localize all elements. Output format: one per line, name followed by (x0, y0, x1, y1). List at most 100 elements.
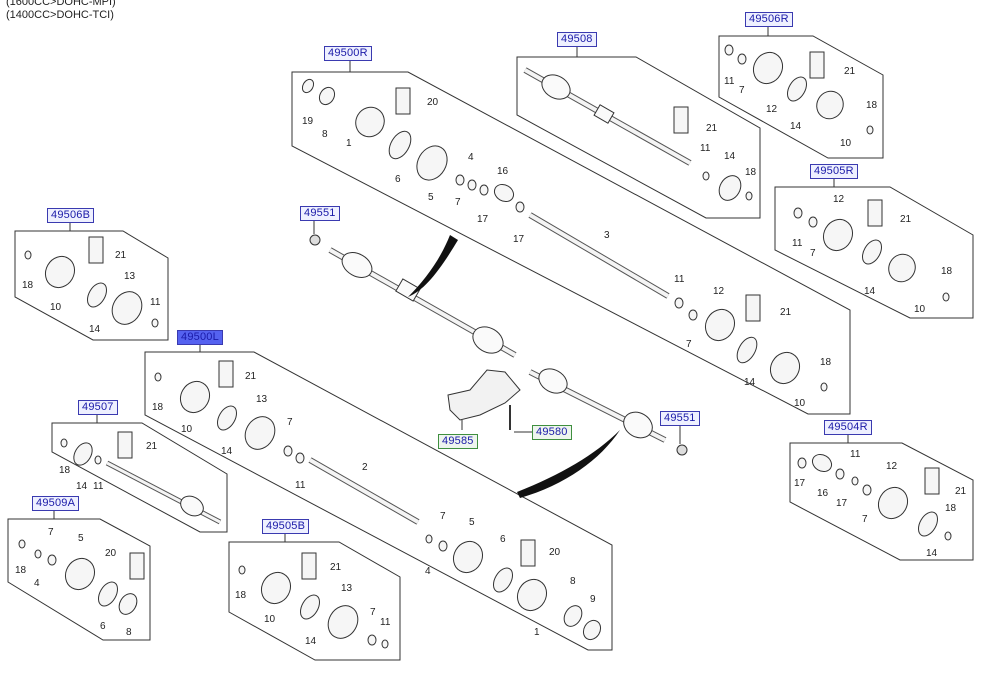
part-num-17: 17 (513, 234, 525, 245)
group-ref-49507[interactable]: 49507 (78, 400, 118, 415)
group-frame-49507 (51, 422, 228, 533)
group-frame-49506B (14, 230, 169, 341)
part-num-7: 7 (455, 197, 461, 208)
part-num-14: 14 (76, 481, 88, 492)
part-num-17: 17 (477, 214, 489, 225)
group-frame-49505R (774, 186, 974, 319)
part-num-5: 5 (469, 517, 475, 528)
part-num-18: 18 (15, 565, 27, 576)
engine-variant-line-2: (1400CC>DOHC-TCI) (6, 9, 114, 21)
group-ref-49500L[interactable]: 49500L (177, 330, 223, 345)
part-num-4: 4 (468, 152, 474, 163)
part-num-11: 11 (295, 480, 306, 491)
part-num-11: 11 (93, 481, 104, 492)
group-ref-49585[interactable]: 49585 (438, 434, 478, 449)
part-num-13: 13 (124, 271, 136, 282)
part-num-9: 9 (590, 594, 596, 605)
part-num-18: 18 (152, 402, 164, 413)
part-num-6: 6 (395, 174, 401, 185)
part-num-10: 10 (794, 398, 806, 409)
part-num-12: 12 (713, 286, 725, 297)
part-num-18: 18 (820, 357, 832, 368)
group-ref-49508[interactable]: 49508 (557, 32, 597, 47)
part-num-7: 7 (739, 85, 745, 96)
part-num-14: 14 (864, 286, 876, 297)
part-num-5: 5 (428, 192, 434, 203)
bracket-49585-shape (447, 369, 521, 421)
part-num-7: 7 (686, 339, 692, 350)
group-frame-49500R (291, 71, 851, 415)
part-num-21: 21 (780, 307, 792, 318)
nut-49551-top (309, 234, 321, 246)
part-num-12: 12 (833, 194, 845, 205)
group-frame-49504R (789, 442, 974, 561)
part-num-18: 18 (59, 465, 71, 476)
part-num-14: 14 (724, 151, 736, 162)
group-ref-49509A[interactable]: 49509A (32, 496, 80, 511)
part-num-18: 18 (941, 266, 953, 277)
part-num-20: 20 (549, 547, 561, 558)
part-num-14: 14 (305, 636, 317, 647)
group-ref-49505R[interactable]: 49505R (810, 164, 858, 179)
pointer-wedge-upper (408, 235, 458, 297)
part-num-7: 7 (370, 607, 376, 618)
part-num-16: 16 (497, 166, 509, 177)
group-ref-49551-top[interactable]: 49551 (300, 206, 340, 221)
part-num-1: 1 (534, 627, 540, 638)
group-ref-49505B[interactable]: 49505B (262, 519, 310, 534)
group-frame-49500L (144, 351, 613, 651)
group-ref-49551-right[interactable]: 49551 (660, 411, 700, 426)
part-num-4: 4 (34, 578, 40, 589)
part-num-21: 21 (706, 123, 718, 134)
part-num-21: 21 (245, 371, 257, 382)
group-ref-49504R[interactable]: 49504R (824, 420, 872, 435)
part-num-18: 18 (22, 280, 34, 291)
part-num-19: 19 (302, 116, 314, 127)
part-num-21: 21 (955, 486, 967, 497)
group-frame-49505B (228, 541, 401, 661)
part-num-11: 11 (380, 617, 391, 628)
part-num-12: 12 (886, 461, 898, 472)
part-num-18: 18 (866, 100, 878, 111)
part-num-10: 10 (840, 138, 852, 149)
part-num-5: 5 (78, 533, 84, 544)
part-num-11: 11 (700, 143, 711, 154)
part-num-21: 21 (844, 66, 856, 77)
part-num-10: 10 (264, 614, 276, 625)
part-num-21: 21 (115, 250, 127, 261)
part-num-11: 11 (792, 238, 803, 249)
part-num-10: 10 (914, 304, 926, 315)
part-num-14: 14 (926, 548, 938, 559)
part-num-7: 7 (810, 248, 816, 259)
group-ref-49500R[interactable]: 49500R (324, 46, 372, 61)
part-num-10: 10 (50, 302, 62, 313)
part-num-18: 18 (235, 590, 247, 601)
part-num-8: 8 (126, 627, 132, 638)
part-num-14: 14 (221, 446, 233, 457)
part-num-21: 21 (146, 441, 158, 452)
part-num-7: 7 (862, 514, 868, 525)
part-num-3: 3 (604, 230, 610, 241)
group-ref-49506R[interactable]: 49506R (745, 12, 793, 27)
part-num-6: 6 (500, 534, 506, 545)
group-ref-49580[interactable]: 49580 (532, 425, 572, 440)
part-num-14: 14 (744, 377, 756, 388)
part-num-7: 7 (440, 511, 446, 522)
pointer-wedge-lower (517, 430, 620, 498)
part-num-20: 20 (105, 548, 117, 559)
part-num-14: 14 (89, 324, 101, 335)
group-frame-49509A (7, 518, 151, 641)
part-num-20: 20 (427, 97, 439, 108)
part-num-10: 10 (181, 424, 193, 435)
group-ref-49506B[interactable]: 49506B (47, 208, 95, 223)
part-num-13: 13 (341, 583, 353, 594)
part-num-13: 13 (256, 394, 268, 405)
part-num-18: 18 (945, 503, 957, 514)
part-num-21: 21 (330, 562, 342, 573)
part-num-18: 18 (745, 167, 757, 178)
part-num-4: 4 (425, 566, 431, 577)
part-num-8: 8 (570, 576, 576, 587)
part-num-11: 11 (674, 274, 685, 285)
part-num-11: 11 (724, 76, 735, 87)
